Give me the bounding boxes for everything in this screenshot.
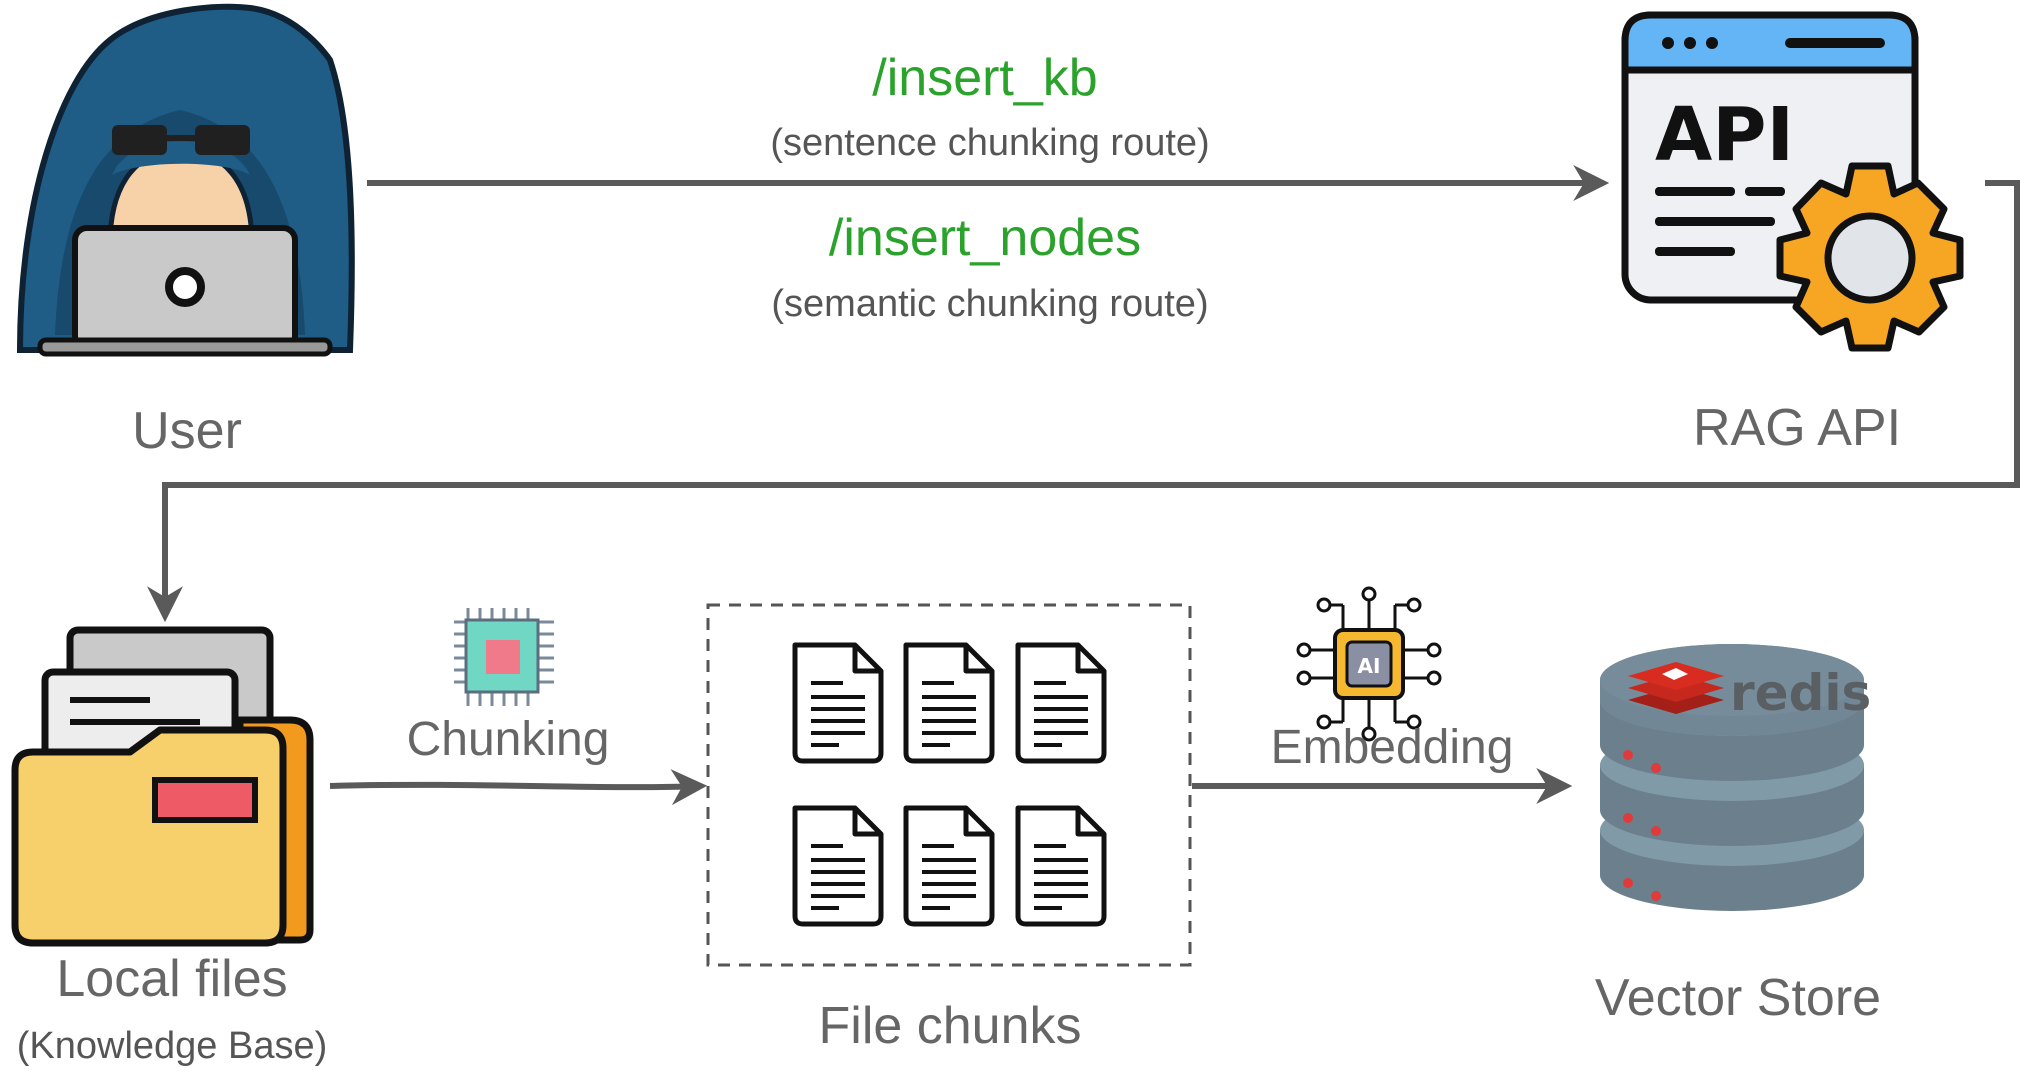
- route-insert-kb-description: (sentence chunking route): [770, 122, 1210, 164]
- knowledge-base-label: (Knowledge Base): [16, 1025, 328, 1067]
- route-insert-kb: /insert_kb: [872, 49, 1098, 107]
- route-insert-nodes: /insert_nodes: [828, 209, 1142, 267]
- user-label: User: [132, 402, 242, 460]
- ai-chip-icon: AI: [1296, 586, 1442, 742]
- arrow-files-to-chunks: [329, 769, 708, 806]
- redis-logo-text: redis: [1730, 664, 1871, 722]
- api-window-gear-icon: API: [1621, 11, 1964, 352]
- chip-icon: [454, 608, 554, 706]
- document-icon: [906, 645, 992, 761]
- redis-database-icon: redis: [1600, 644, 1871, 911]
- ai-chip-text: AI: [1358, 654, 1381, 678]
- file-chunks-group: [706, 603, 1192, 967]
- document-icon: [795, 645, 881, 761]
- local-files-label: Local files: [56, 950, 288, 1008]
- document-icon: [906, 808, 992, 924]
- redis-logo: redis: [1628, 662, 1871, 722]
- svg-text:API: API: [1655, 92, 1794, 178]
- route-insert-nodes-description: (semantic chunking route): [771, 283, 1209, 325]
- chunking-label: Chunking: [406, 713, 610, 766]
- document-icon: [1018, 808, 1104, 924]
- embedding-label: Embedding: [1270, 721, 1514, 774]
- vector-store-label: Vector Store: [1594, 969, 1882, 1027]
- rag-api-label: RAG API: [1692, 399, 1902, 457]
- file-chunks-label: File chunks: [818, 997, 1082, 1055]
- hooded-hacker-laptop-icon: [16, 3, 355, 357]
- document-icon: [795, 808, 881, 924]
- document-icon: [1018, 645, 1104, 761]
- folder-documents-icon: [11, 626, 314, 947]
- arrow-api-to-local-files: [147, 180, 2020, 623]
